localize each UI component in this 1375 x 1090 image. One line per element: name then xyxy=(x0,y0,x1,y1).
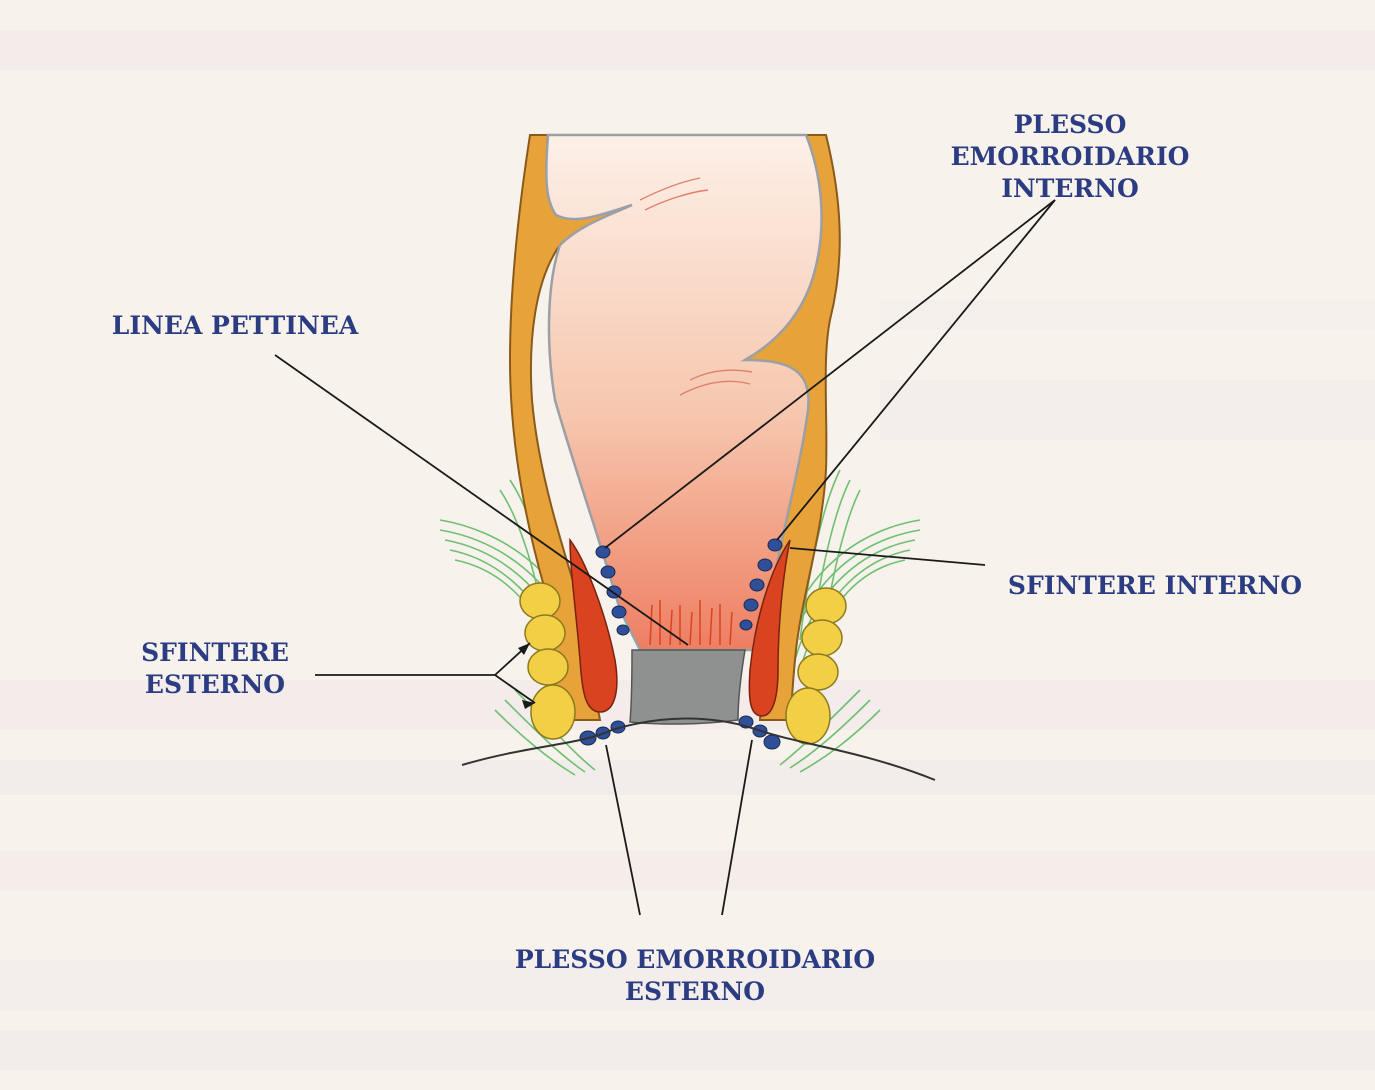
label-plesso-interno-line1: PLESSO EMORROIDARIO INTERNO xyxy=(890,109,1250,205)
anal-canal xyxy=(630,650,745,724)
label-sfintere-esterno: SFINTERE ESTERNO xyxy=(115,637,315,701)
label-plesso-esterno-text: PLESSO EMORROIDARIO ESTERNO xyxy=(500,944,890,1008)
label-linea-pettinea: LINEA PETTINEA xyxy=(100,310,370,342)
label-sfintere-interno-text: SFINTERE INTERNO xyxy=(1008,571,1302,600)
label-plesso-emorroidario-esterno: PLESSO EMORROIDARIO ESTERNO xyxy=(500,944,890,1008)
label-sfintere-interno: SFINTERE INTERNO xyxy=(995,570,1315,602)
label-sfintere-esterno-text: SFINTERE ESTERNO xyxy=(115,637,315,701)
label-linea-pettinea-text: LINEA PETTINEA xyxy=(112,311,358,340)
label-plesso-emorroidario-interno: PLESSO EMORROIDARIO INTERNO xyxy=(890,109,1250,205)
